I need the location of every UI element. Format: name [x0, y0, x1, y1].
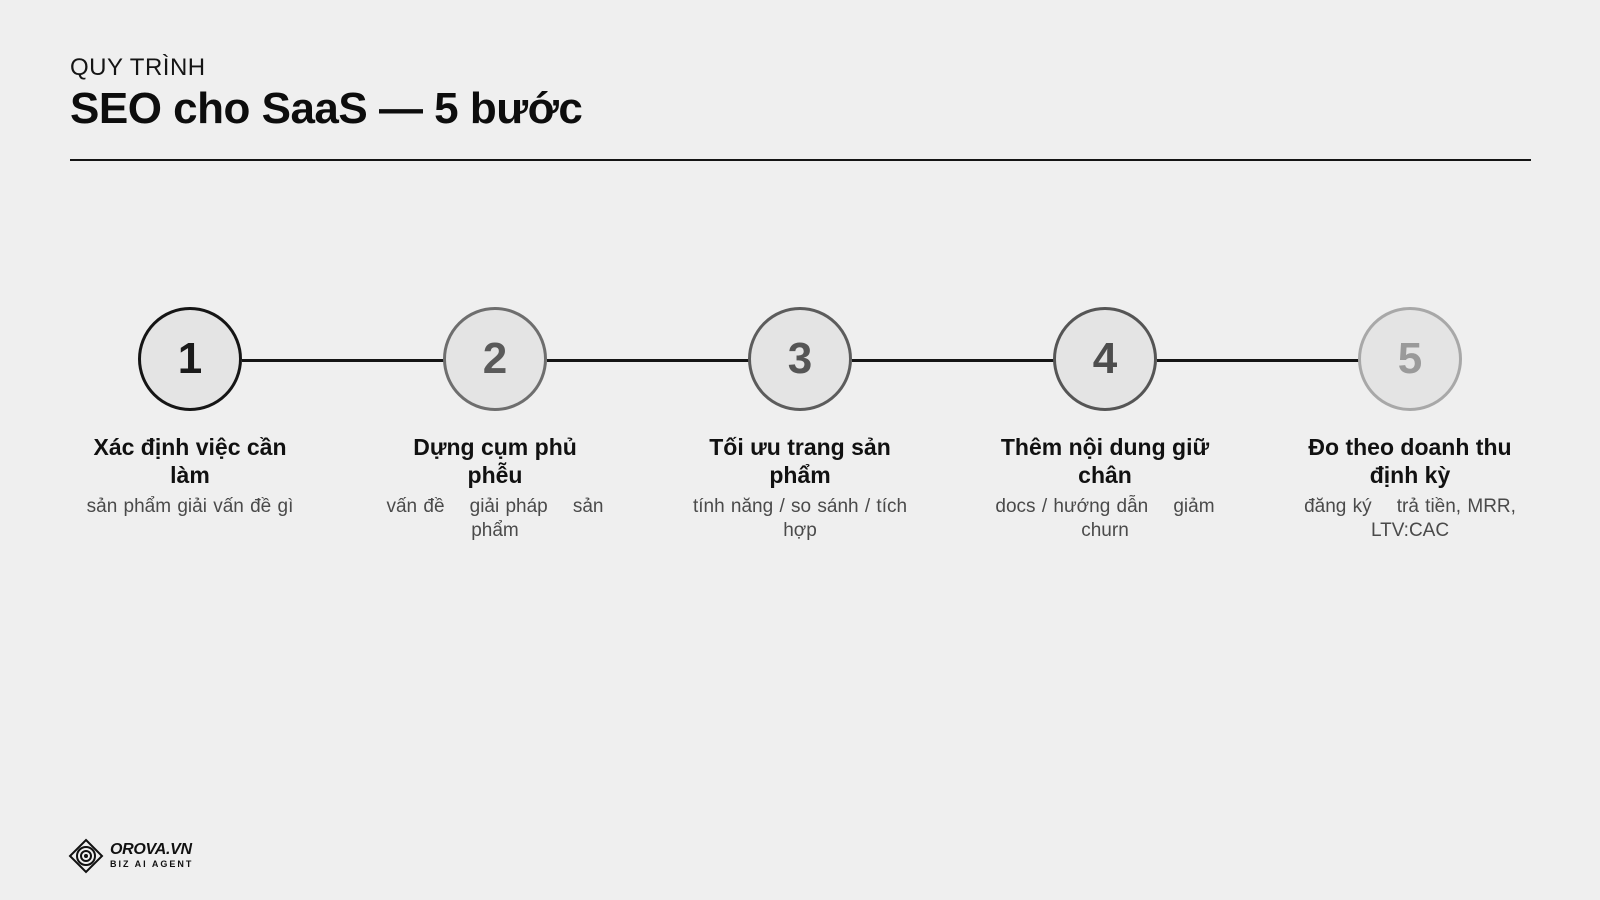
connector-3-4 — [852, 359, 1056, 362]
step-4: 4 Thêm nội dung giữ chân docs / hướng dẫ… — [980, 307, 1230, 543]
connector-1-2 — [242, 359, 446, 362]
step-circle: 1 — [138, 307, 242, 411]
orova-logo-icon — [68, 838, 104, 874]
step-circle: 2 — [443, 307, 547, 411]
step-description: docs / hướng dẫn giảm churn — [995, 496, 1221, 541]
logo-tagline: BIZ AI AGENT — [110, 859, 194, 869]
step-title: Đo theo doanh thu định kỳ — [1308, 434, 1512, 488]
page-title: SEO cho SaaS — 5 bước — [70, 84, 583, 133]
step-number: 3 — [787, 334, 813, 383]
step-number: 1 — [177, 334, 203, 383]
step-number: 5 — [1397, 334, 1423, 383]
step-circle: 4 — [1053, 307, 1157, 411]
step-3: 3 Tối ưu trang sản phẩm tính năng / so s… — [675, 307, 925, 543]
header-divider — [70, 159, 1531, 161]
step-1: 1 Xác định việc cần làm sản phẩm giải vấ… — [65, 307, 315, 519]
logo-name: OROVA.VN — [110, 841, 192, 858]
step-description: sản phẩm giải vấn đề gì — [86, 496, 294, 517]
step-title: Tối ưu trang sản phẩm — [709, 434, 891, 488]
step-2: 2 Dựng cụm phủ phễu vấn đề giải pháp sản… — [370, 307, 620, 543]
step-description: đăng ký trả tiền, MRR, LTV:CAC — [1304, 496, 1523, 541]
step-description: vấn đề giải pháp sản phẩm — [386, 496, 610, 541]
brand-logo: OROVA.VN BIZ AI AGENT — [68, 838, 193, 874]
step-number: 4 — [1092, 334, 1118, 383]
step-title: Xác định việc cần làm — [93, 434, 287, 488]
step-5: 5 Đo theo doanh thu định kỳ đăng ký trả … — [1285, 307, 1535, 543]
step-description: tính năng / so sánh / tích hợp — [692, 496, 914, 541]
step-circle: 3 — [748, 307, 852, 411]
step-number: 2 — [482, 334, 508, 383]
connector-2-3 — [547, 359, 751, 362]
step-title: Dựng cụm phủ phễu — [413, 434, 577, 488]
step-circle: 5 — [1358, 307, 1462, 411]
step-title: Thêm nội dung giữ chân — [1000, 434, 1210, 488]
connector-4-5 — [1157, 359, 1361, 362]
section-kicker: QUY TRÌNH — [70, 54, 206, 81]
